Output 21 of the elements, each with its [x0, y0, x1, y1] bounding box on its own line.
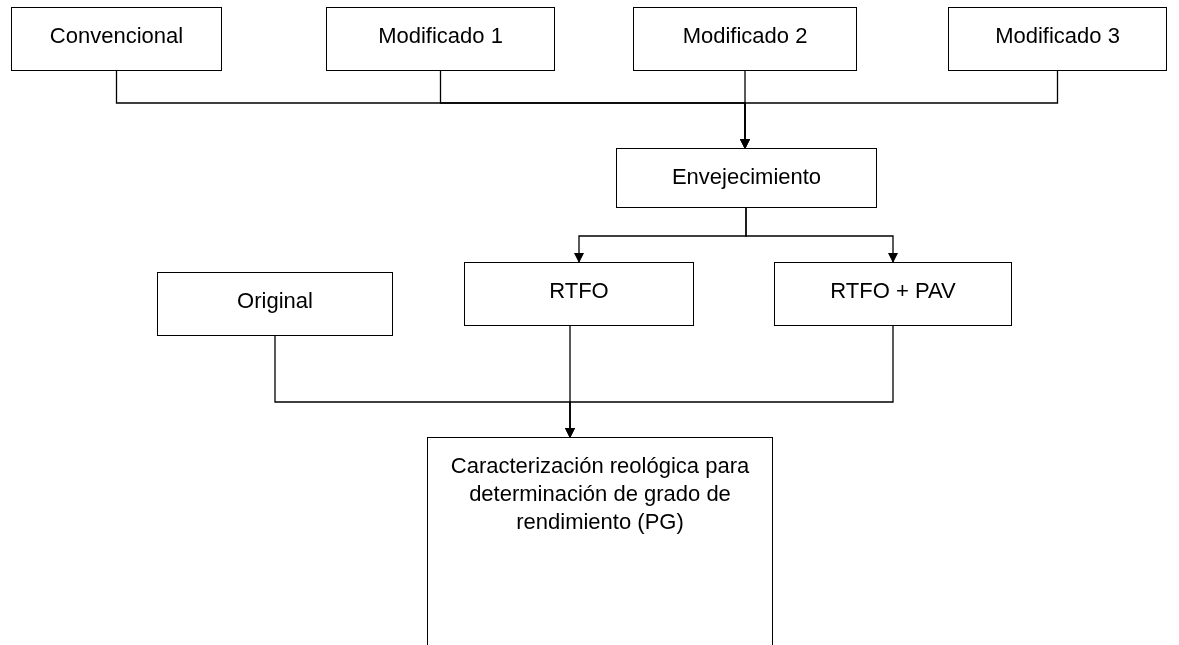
box-label: RTFO + PAV: [830, 277, 956, 305]
box-label: Caracterización reológica para determinación de grado de rendimiento (PG): [449, 452, 751, 536]
box-label: Modificado 3: [995, 22, 1120, 50]
process-box: [774, 262, 1012, 326]
process-box: [427, 437, 773, 645]
process-box: [948, 7, 1167, 71]
box-label: Original: [237, 287, 313, 315]
box-label: Modificado 2: [682, 22, 808, 50]
process-box: [326, 7, 555, 71]
connector-arrow: [740, 70, 1059, 149]
process-box: [616, 148, 877, 208]
connector-arrow: [745, 207, 898, 263]
process-box: [11, 7, 222, 71]
connector-arrow: [565, 325, 894, 438]
box-label: RTFO: [549, 277, 609, 305]
process-box: [157, 272, 393, 336]
process-box: [633, 7, 857, 71]
box-label: Convencional: [49, 22, 184, 50]
box-label: Envejecimiento: [671, 163, 822, 191]
box-label: Modificado 1: [378, 22, 503, 50]
process-box: [464, 262, 694, 326]
